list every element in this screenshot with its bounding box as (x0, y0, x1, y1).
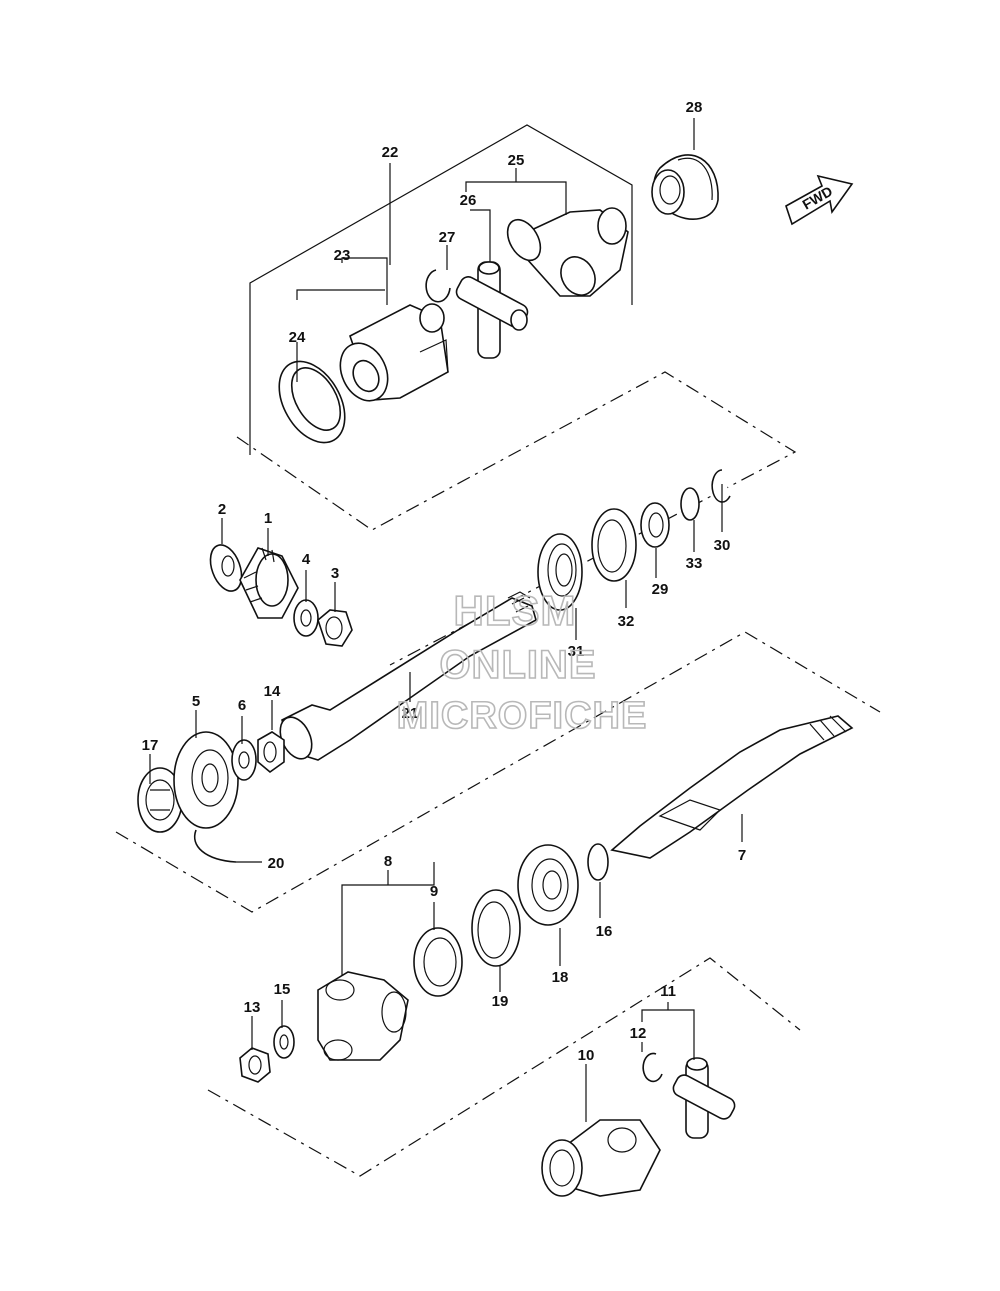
part-18-bearing[interactable] (517, 844, 579, 926)
part-10-yoke[interactable] (541, 1119, 661, 1197)
part-12-clip[interactable] (642, 1052, 663, 1083)
part-33-ring[interactable] (680, 487, 700, 521)
part-4-washer[interactable] (293, 599, 319, 637)
fwd-arrow-icon: FWD (785, 174, 854, 226)
part-19-bearing-race[interactable] (471, 889, 521, 967)
callout-29: 29 (652, 581, 669, 598)
part-1-pinion-gear[interactable] (239, 547, 299, 619)
callout-31: 31 (568, 643, 585, 660)
callout-14: 14 (264, 683, 281, 700)
bottom-assembly-box (207, 957, 801, 1177)
callout-3: 3 (331, 565, 339, 582)
part-13-nut[interactable] (239, 1047, 271, 1083)
callout-5: 5 (192, 693, 200, 710)
part-26-spider[interactable] (454, 261, 531, 359)
part-7-drive-shaft[interactable] (610, 715, 854, 859)
callout-25: 25 (508, 152, 525, 169)
part-23-yoke[interactable] (331, 303, 449, 408)
callout-numbers: 22 23 24 25 26 27 28 2 1 4 3 31 32 29 33… (142, 99, 747, 1064)
callout-30: 30 (714, 537, 731, 554)
callout-10: 10 (578, 1047, 595, 1064)
part-27-clip[interactable] (425, 269, 451, 303)
leader-lines (149, 118, 743, 1122)
part-20-snap-ring[interactable] (193, 829, 237, 863)
callout-7: 7 (738, 847, 746, 864)
callout-20: 20 (268, 855, 285, 872)
part-30-snap-ring[interactable] (711, 469, 731, 503)
callout-6: 6 (238, 697, 246, 714)
callout-33: 33 (686, 555, 703, 572)
callout-12: 12 (630, 1025, 647, 1042)
part-2-washer[interactable] (205, 541, 248, 596)
callout-22: 22 (382, 144, 399, 161)
callout-15: 15 (274, 981, 291, 998)
part-28-boot[interactable] (651, 154, 719, 220)
callout-19: 19 (492, 993, 509, 1010)
callout-13: 13 (244, 999, 261, 1016)
callout-17: 17 (142, 737, 159, 754)
callout-23: 23 (334, 247, 351, 264)
part-5-gear[interactable] (173, 731, 239, 829)
callout-11: 11 (660, 983, 676, 1000)
callout-4: 4 (302, 551, 311, 568)
part-3-nut[interactable] (317, 609, 353, 647)
part-29-seal[interactable] (640, 502, 670, 548)
callout-26: 26 (460, 192, 477, 209)
watermark-line-3: MICROFICHE (397, 695, 648, 737)
callout-2: 2 (218, 501, 226, 518)
callout-21: 21 (402, 705, 419, 722)
callout-24: 24 (289, 329, 306, 346)
middle-assembly-box (115, 631, 881, 913)
callout-8: 8 (384, 853, 392, 870)
callout-1: 1 (264, 510, 272, 527)
callout-9: 9 (430, 883, 438, 900)
top-assembly-box (236, 124, 797, 666)
callout-28: 28 (686, 99, 703, 116)
callout-18: 18 (552, 969, 569, 986)
part-31-bearing[interactable] (537, 533, 583, 611)
watermark-line-2: ONLINE (439, 643, 596, 687)
callout-16: 16 (596, 923, 613, 940)
part-14-nut[interactable] (257, 731, 285, 774)
part-32-bearing-race[interactable] (591, 508, 637, 582)
watermark-line-1: HLSM (454, 587, 577, 634)
part-8-yoke[interactable] (317, 971, 409, 1061)
callout-32: 32 (618, 613, 635, 630)
part-16-o-ring[interactable] (587, 843, 609, 881)
part-21-shaft[interactable] (274, 591, 537, 764)
part-9-seal[interactable] (413, 927, 463, 997)
callout-27: 27 (439, 229, 456, 246)
watermark: HLSM ONLINE MICROFICHE (396, 586, 648, 738)
part-15-washer[interactable] (273, 1025, 295, 1059)
part-11-spider[interactable] (671, 1057, 738, 1139)
part-6-washer[interactable] (231, 739, 257, 781)
part-25-yoke[interactable] (501, 207, 629, 301)
part-24-seal[interactable] (266, 350, 358, 454)
